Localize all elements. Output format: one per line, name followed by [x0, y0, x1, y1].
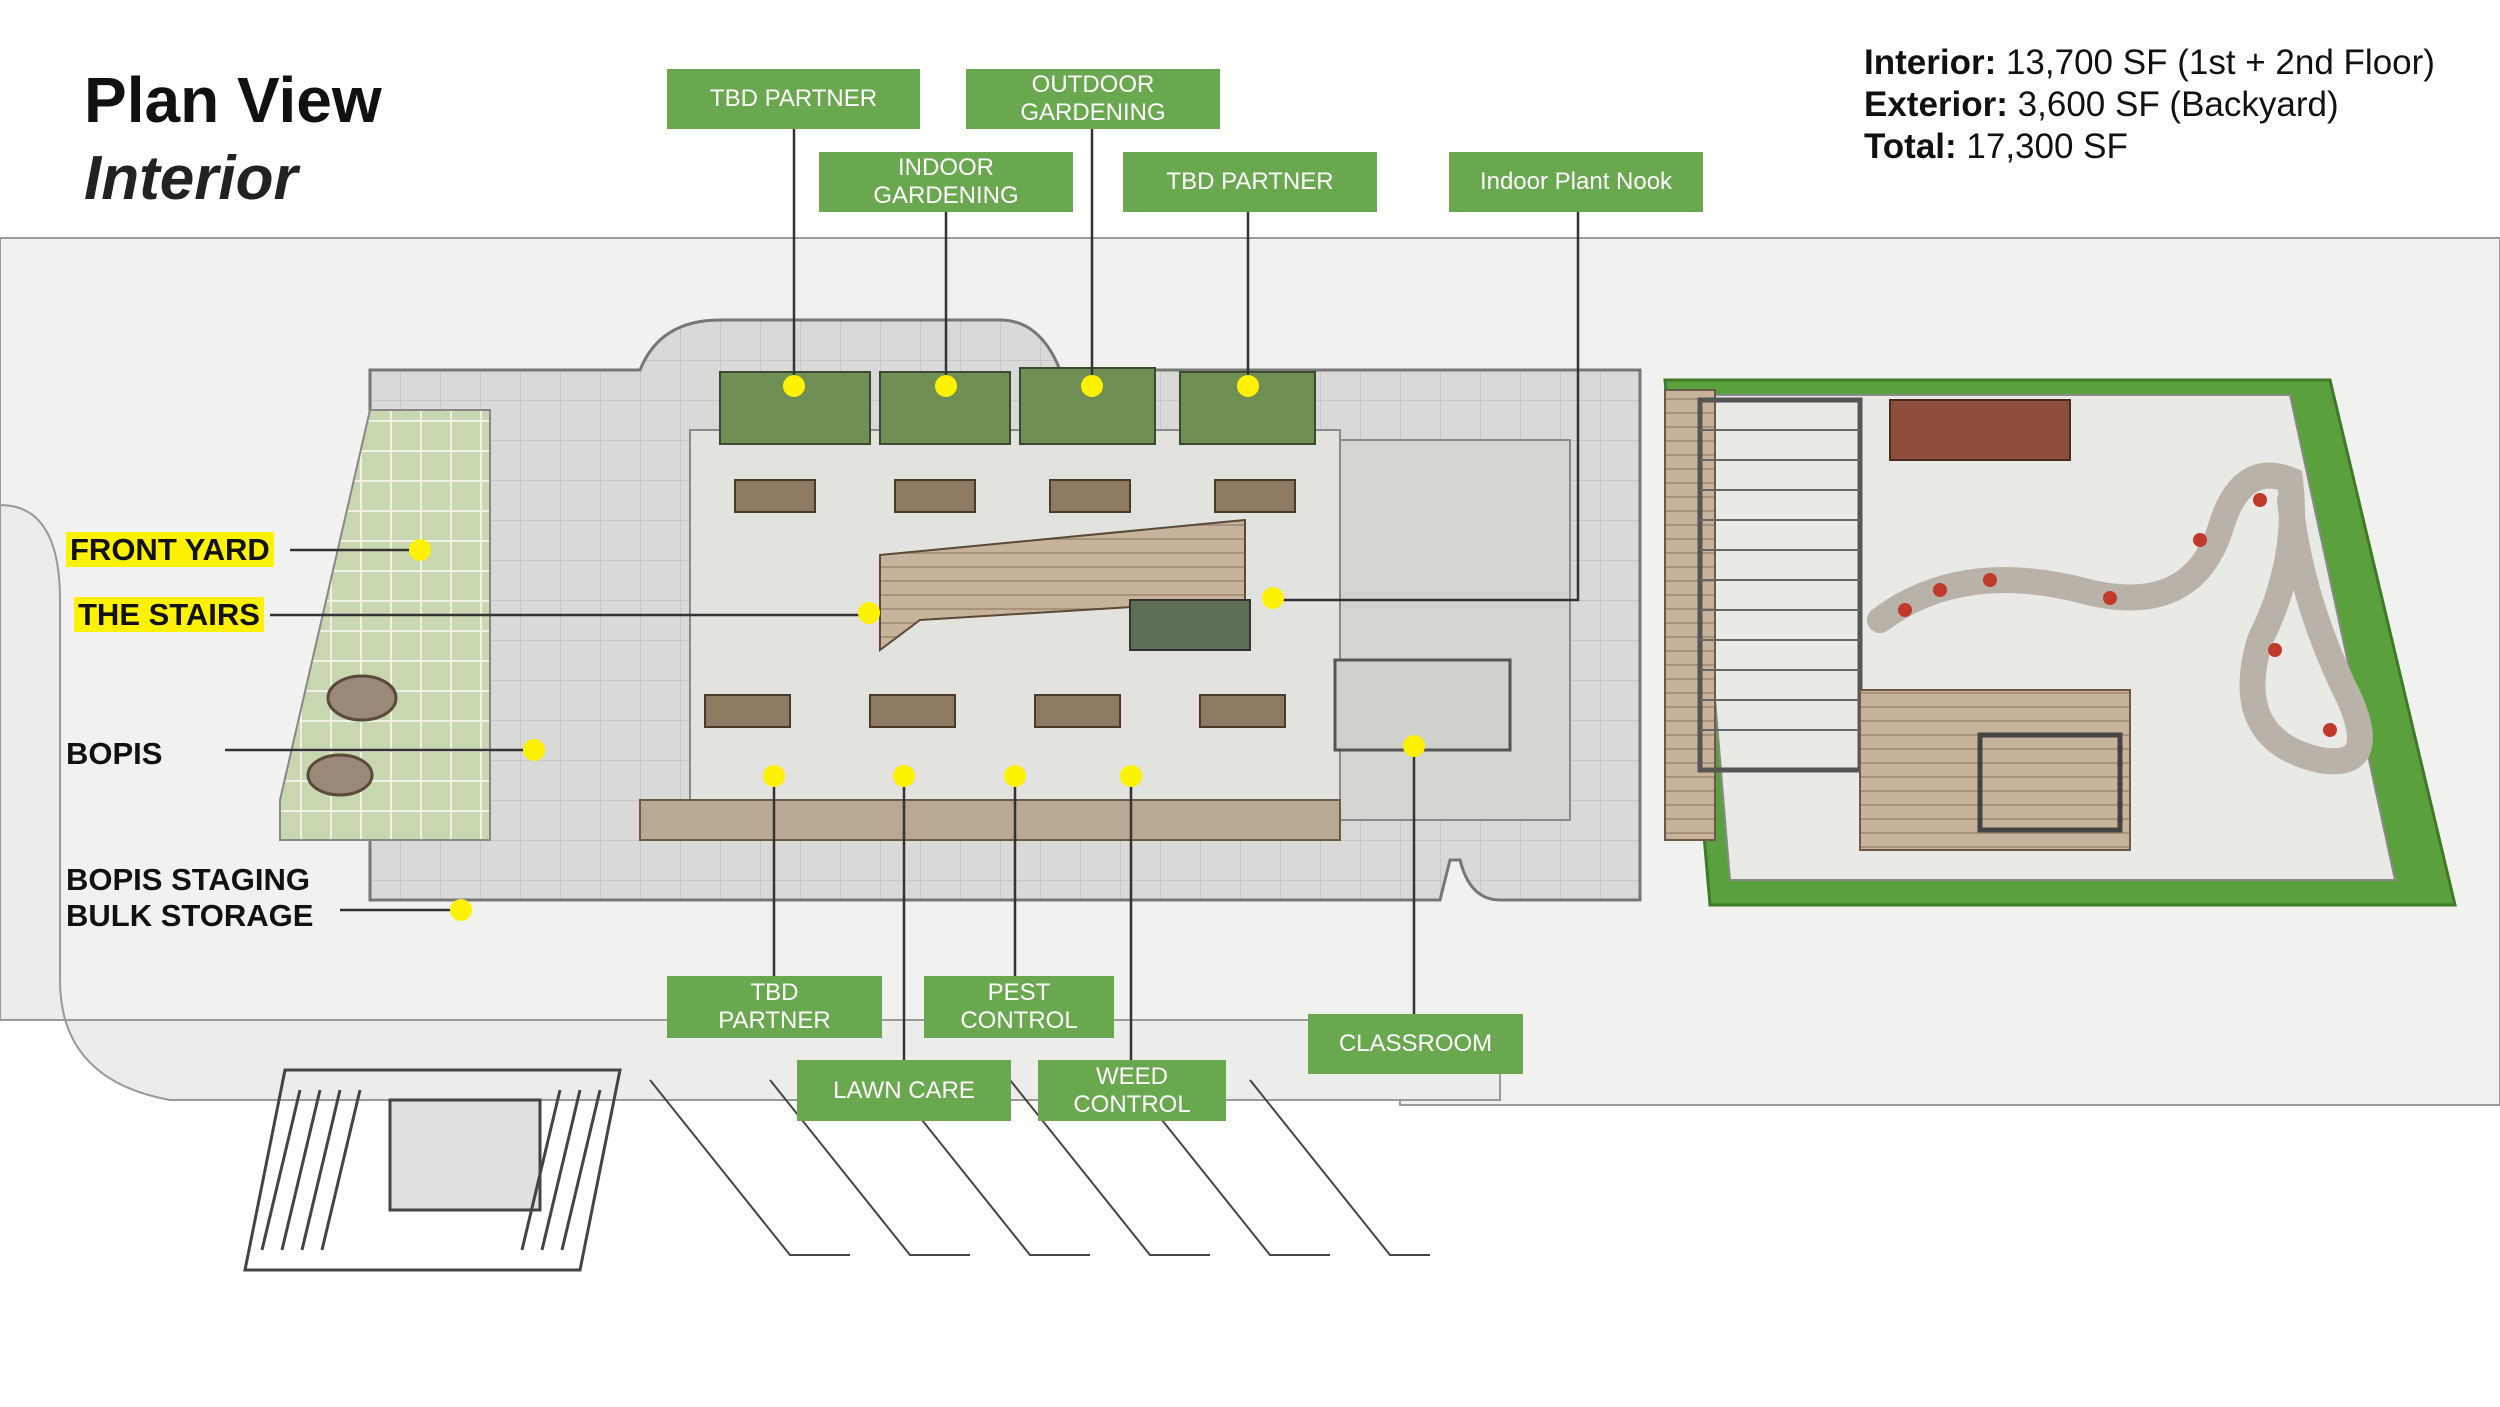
- label-bopis-staging: BOPIS STAGING BULK STORAGE: [66, 862, 314, 933]
- front-yard-pavers: [279, 409, 491, 841]
- fixture-top-row: [734, 479, 1296, 513]
- label-bopis: BOPIS: [66, 736, 163, 771]
- marker-outdoor-gardening: [1081, 375, 1103, 397]
- classroom-room: [1333, 658, 1512, 752]
- marker-front-yard: [409, 539, 431, 561]
- marker-pest-control: [1004, 765, 1026, 787]
- tag-indoor-plant-nook: Indoor Plant Nook: [1449, 152, 1703, 212]
- marker-bopis-staging: [450, 899, 472, 921]
- stat-total: Total: 17,300 SF: [1864, 127, 2128, 166]
- marker-indoor-gardening: [935, 375, 957, 397]
- marker-bopis: [523, 739, 545, 761]
- planter-2: [306, 753, 374, 797]
- canopy-structure: [243, 1068, 622, 1272]
- tag-outdoor-gardening: OUTDOOR GARDENING: [966, 69, 1220, 129]
- tag-weed-control: WEED CONTROL: [1038, 1060, 1226, 1121]
- tag-tbd-partner-bottom: TBD PARTNER: [667, 976, 882, 1038]
- tag-lawn-care: LAWN CARE: [797, 1060, 1011, 1121]
- tag-classroom: CLASSROOM: [1308, 1014, 1523, 1074]
- tag-tbd-partner-top2: TBD PARTNER: [1123, 152, 1377, 212]
- marker-tbd-partner-top: [783, 375, 805, 397]
- tag-pest-control: PEST CONTROL: [924, 976, 1114, 1038]
- page-subtitle: Interior: [84, 144, 298, 213]
- location-markers: [409, 375, 1425, 921]
- backyard-deck: [1664, 389, 1716, 841]
- marker-tbd-partner-top2: [1237, 375, 1259, 397]
- east-wing: [1339, 439, 1571, 821]
- marker-the-stairs: [858, 602, 880, 624]
- stat-interior: Interior: 13,700 SF (1st + 2nd Floor): [1864, 43, 2435, 82]
- garden-beds: [1889, 399, 2071, 461]
- marker-classroom: [1403, 735, 1425, 757]
- tag-indoor-gardening: INDOOR GARDENING: [819, 152, 1073, 212]
- south-wall: [639, 799, 1341, 841]
- marker-lawn-care: [893, 765, 915, 787]
- planting-path: [1867, 462, 2373, 775]
- stat-exterior: Exterior: 3,600 SF (Backyard): [1864, 85, 2339, 124]
- marker-weed-control: [1120, 765, 1142, 787]
- label-the-stairs: THE STAIRS: [74, 597, 264, 633]
- pergola-slats: [1700, 429, 1860, 731]
- label-front-yard: FRONT YARD: [66, 532, 274, 568]
- area-stats: Interior: 13,700 SF (1st + 2nd Floor) Ex…: [1864, 42, 2435, 168]
- leader-lines: [225, 128, 1580, 1060]
- fixture-bottom-row: [704, 694, 1286, 728]
- marker-indoor-plant-nook: [1262, 587, 1284, 609]
- tag-tbd-partner-top: TBD PARTNER: [667, 69, 920, 129]
- backyard-deck-lower: [1859, 689, 2131, 851]
- marker-tbd-partner-bottom: [763, 765, 785, 787]
- planter-1: [326, 674, 398, 722]
- page-title: Plan View: [84, 64, 382, 136]
- staircase: [879, 518, 1251, 652]
- planting-dots: [1898, 493, 2337, 737]
- pergola-small: [1977, 732, 2123, 833]
- parking-stalls: [649, 1079, 1430, 1256]
- pergola-large: [1697, 397, 1863, 773]
